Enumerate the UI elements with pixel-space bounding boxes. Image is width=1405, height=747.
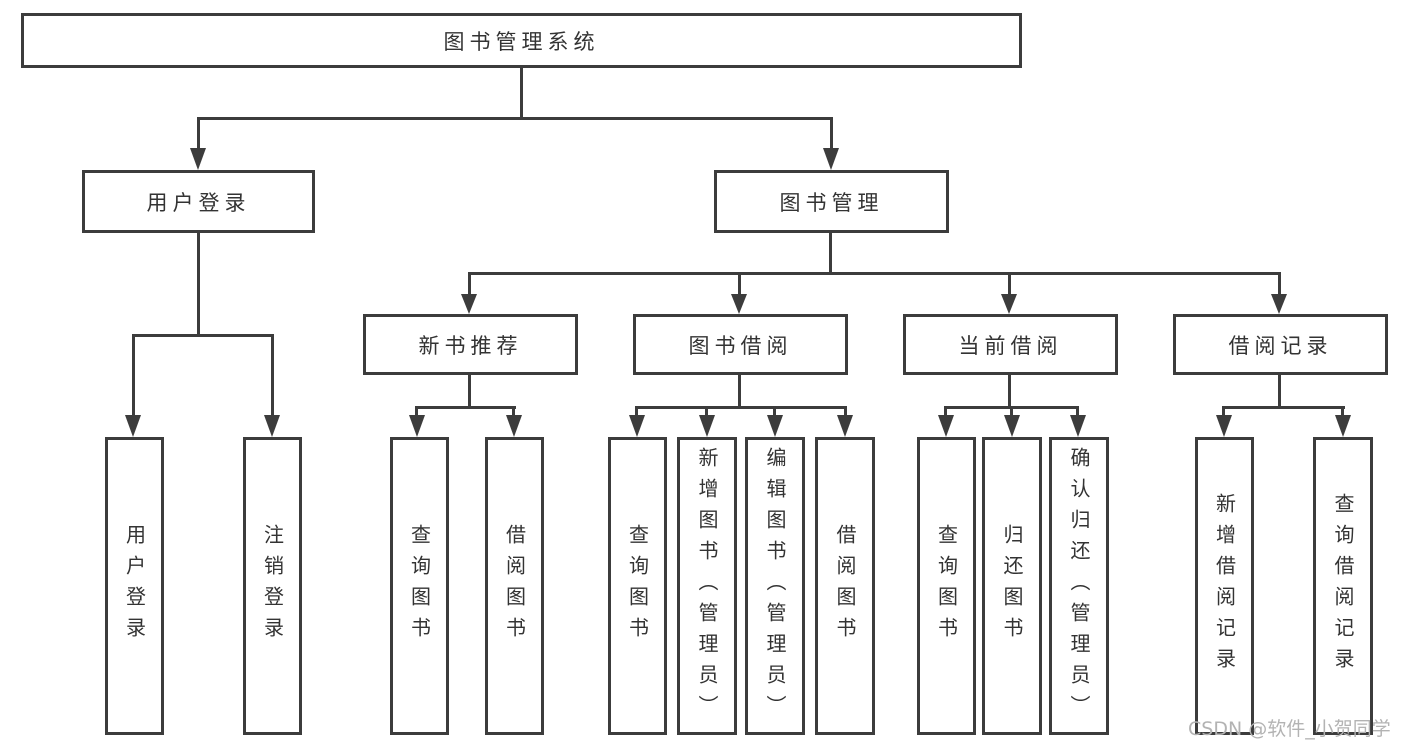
leaf-query-book-3-label: 查询图书: [934, 524, 959, 648]
node-borrow-records-label: 借阅记录: [1228, 333, 1333, 358]
leaf-query-borrow-record-label: 查询借阅记录: [1331, 493, 1355, 679]
connector-vline: [1341, 406, 1344, 418]
arrow-down-icon: [409, 415, 425, 437]
arrow-down-icon: [190, 148, 206, 170]
leaf-query-borrow-record: 查询借阅记录: [1313, 437, 1373, 735]
connector-vline: [635, 406, 638, 418]
leaf-edit-book-admin: 编辑图书（管理员）: [745, 437, 805, 735]
connector-hline: [415, 406, 516, 409]
arrow-down-icon: [461, 294, 477, 314]
leaf-confirm-return-admin: 确认归还（管理员）: [1049, 437, 1109, 735]
connector-vline: [271, 334, 274, 417]
arrow-down-icon: [1004, 415, 1020, 437]
leaf-logout-label: 注销登录: [260, 524, 285, 648]
connector-vline: [1008, 272, 1011, 296]
arrow-down-icon: [837, 415, 853, 437]
node-user-login-label: 用户登录: [146, 190, 251, 215]
arrow-down-icon: [938, 415, 954, 437]
leaf-query-book-1: 查询图书: [390, 437, 449, 735]
arrow-down-icon: [1216, 415, 1232, 437]
connector-hline: [197, 117, 833, 120]
leaf-query-book-2: 查询图书: [608, 437, 667, 735]
node-book-borrow: 图书借阅: [633, 314, 848, 375]
node-borrow-records: 借阅记录: [1173, 314, 1388, 375]
leaf-query-book-2-label: 查询图书: [625, 524, 650, 648]
leaf-borrow-book-2: 借阅图书: [815, 437, 875, 735]
connector-vline: [415, 406, 418, 418]
node-book-management-label: 图书管理: [779, 190, 884, 215]
arrow-down-icon: [264, 415, 280, 437]
connector-vline: [1222, 406, 1225, 418]
arrow-down-icon: [629, 415, 645, 437]
leaf-add-borrow-record-label: 新增借阅记录: [1212, 493, 1237, 679]
connector-vline: [1278, 272, 1281, 296]
connector-vline: [705, 406, 708, 418]
connector-vline: [830, 117, 833, 150]
arrow-down-icon: [731, 294, 747, 314]
node-new-book-recommend: 新书推荐: [363, 314, 578, 375]
connector-hline: [468, 272, 1281, 275]
node-new-book-recommend-label: 新书推荐: [418, 333, 523, 358]
leaf-edit-book-admin-label: 编辑图书（管理员）: [763, 446, 787, 726]
arrow-down-icon: [699, 415, 715, 437]
connector-vline: [1278, 373, 1281, 409]
leaf-borrow-book-1-label: 借阅图书: [502, 524, 527, 648]
connector-vline: [1010, 406, 1013, 418]
connector-hline: [1222, 406, 1345, 409]
node-current-borrow-label: 当前借阅: [958, 333, 1063, 358]
connector-hline: [635, 406, 847, 409]
leaf-confirm-return-admin-label: 确认归还（管理员）: [1067, 446, 1091, 726]
arrow-down-icon: [1335, 415, 1351, 437]
leaf-borrow-book-1: 借阅图书: [485, 437, 544, 735]
arrow-down-icon: [1001, 294, 1017, 314]
leaf-add-book-admin: 新增图书（管理员）: [677, 437, 737, 735]
leaf-add-book-admin-label: 新增图书（管理员）: [695, 446, 719, 726]
connector-vline: [738, 272, 741, 296]
connector-vline: [1008, 373, 1011, 409]
connector-vline: [829, 231, 832, 274]
connector-vline: [197, 117, 200, 150]
arrow-down-icon: [823, 148, 839, 170]
leaf-user-login: 用户登录: [105, 437, 164, 735]
leaf-user-login-label: 用户登录: [122, 524, 147, 648]
connector-vline: [844, 406, 847, 418]
leaf-return-book-label: 归还图书: [1000, 524, 1024, 648]
connector-vline: [738, 373, 741, 409]
connector-vline: [520, 66, 523, 119]
connector-vline: [773, 406, 776, 418]
node-book-management: 图书管理: [714, 170, 949, 233]
leaf-borrow-book-2-label: 借阅图书: [833, 524, 857, 648]
arrow-down-icon: [1271, 294, 1287, 314]
node-root: 图书管理系统: [21, 13, 1022, 68]
leaf-query-book-3: 查询图书: [917, 437, 976, 735]
connector-vline: [944, 406, 947, 418]
connector-vline: [468, 272, 471, 296]
connector-hline: [132, 334, 274, 337]
connector-vline: [512, 406, 515, 418]
connector-vline: [132, 334, 135, 417]
node-user-login: 用户登录: [82, 170, 315, 233]
arrow-down-icon: [506, 415, 522, 437]
arrow-down-icon: [767, 415, 783, 437]
arrow-down-icon: [1070, 415, 1086, 437]
connector-vline: [468, 373, 471, 409]
leaf-logout: 注销登录: [243, 437, 302, 735]
connector-vline: [197, 231, 200, 336]
leaf-add-borrow-record: 新增借阅记录: [1195, 437, 1254, 735]
leaf-query-book-1-label: 查询图书: [407, 524, 432, 648]
node-book-borrow-label: 图书借阅: [688, 333, 793, 358]
connector-vline: [1076, 406, 1079, 418]
csdn-watermark: CSDN @软件_小贺同学: [1188, 718, 1391, 740]
node-current-borrow: 当前借阅: [903, 314, 1118, 375]
node-root-label: 图书管理系统: [443, 29, 600, 54]
leaf-return-book: 归还图书: [982, 437, 1042, 735]
arrow-down-icon: [125, 415, 141, 437]
